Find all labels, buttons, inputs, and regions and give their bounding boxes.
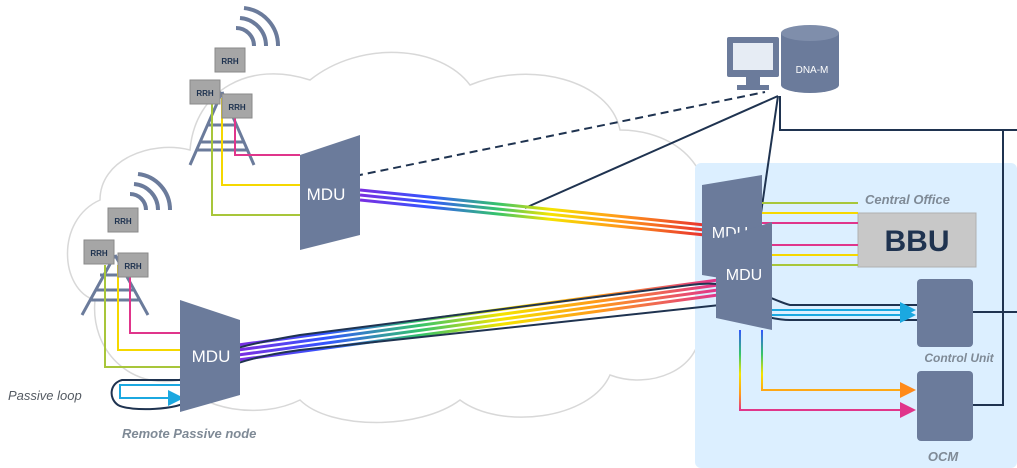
mdu-remote-upper: MDU (300, 135, 360, 250)
radio-tower-1: RRH RRH RRH (188, 6, 300, 216)
rrh-unit: RRH (189, 79, 221, 105)
svg-text:RRH: RRH (114, 217, 132, 226)
rrh-unit: RRH (221, 93, 253, 119)
rrh-unit: RRH (83, 239, 115, 265)
dna-m-dashed-link (354, 91, 766, 177)
control-unit-label: Control Unit (924, 351, 994, 365)
bbu-box (857, 212, 977, 268)
wifi-signal-icon (129, 172, 173, 211)
dna-m-management-lines (524, 95, 1017, 406)
mdu-central-lower: MDU (716, 222, 772, 330)
svg-text:RRH: RRH (90, 249, 108, 258)
database-icon (781, 25, 839, 93)
rrh-unit: RRH (214, 47, 246, 73)
fiber-upper (359, 188, 706, 237)
svg-text:RRH: RRH (124, 262, 142, 271)
co-ocm-fibers (739, 330, 916, 418)
ocm-box (917, 371, 973, 441)
co-bbu-fibers (760, 202, 858, 266)
passive-loop-arrow (119, 384, 184, 406)
rrh-unit: RRH (117, 252, 149, 278)
svg-text:MDU: MDU (192, 347, 231, 366)
svg-text:MDU: MDU (307, 185, 346, 204)
remote-passive-node-label: Remote Passive node (122, 426, 256, 441)
central-office-label: Central Office (865, 192, 950, 207)
dna-m-label: DNA-M (796, 65, 829, 76)
wifi-signal-icon (235, 6, 281, 47)
svg-text:RRH: RRH (228, 103, 246, 112)
svg-text:RRH: RRH (196, 89, 214, 98)
rrh-unit: RRH (107, 207, 139, 233)
svg-text:RRH: RRH (221, 57, 239, 66)
co-control-fibers (770, 302, 916, 323)
control-unit-box (917, 279, 973, 347)
svg-text:MDU: MDU (726, 267, 762, 284)
dna-m-workstation: DNA-M (727, 25, 839, 93)
mdu-remote-lower: MDU (180, 300, 240, 412)
ocm-label: OCM (928, 449, 960, 464)
bbu-label: BBU (885, 225, 950, 258)
passive-loop-label: Passive loop (8, 388, 82, 403)
radio-tower-2: RRH RRH RRH (80, 172, 180, 368)
